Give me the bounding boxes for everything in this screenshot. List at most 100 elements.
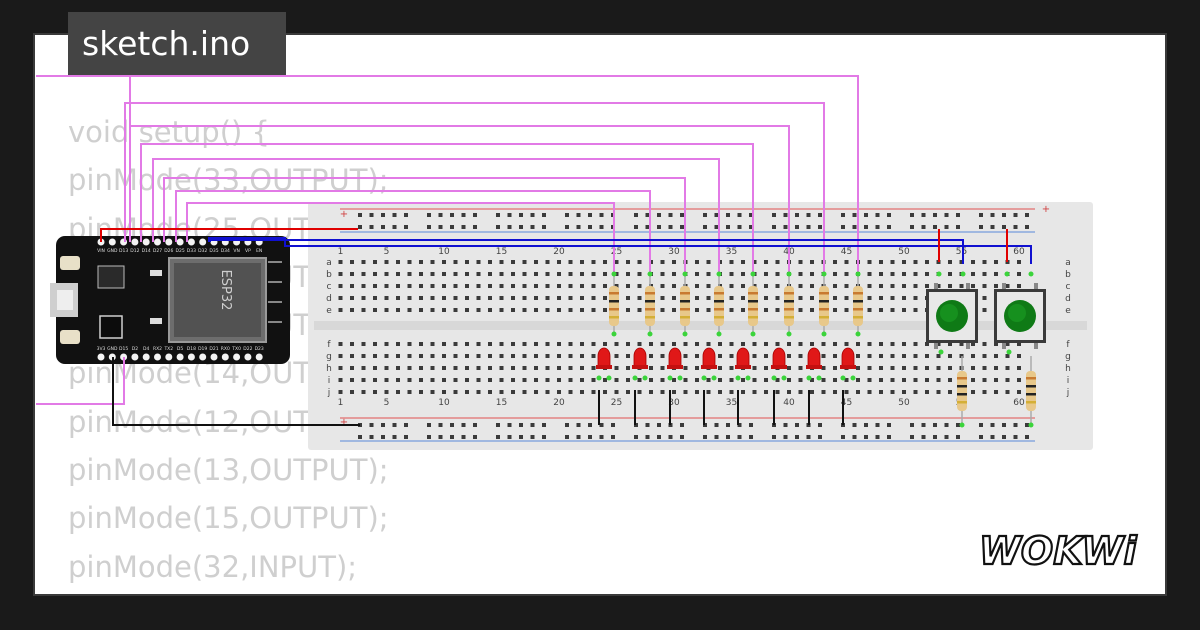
breadboard-hole — [948, 260, 952, 264]
breadboard-hole — [511, 378, 515, 382]
rail-hole — [565, 213, 569, 217]
breadboard-hole — [511, 260, 515, 264]
resistor-band — [957, 377, 967, 380]
rail-hole — [979, 213, 983, 217]
led-base — [596, 365, 612, 369]
breadboard-hole — [1017, 272, 1021, 276]
breadboard-hole — [580, 354, 584, 358]
breadboard-hole — [407, 260, 412, 264]
breadboard-hole — [787, 342, 791, 346]
esp32-pin — [120, 238, 128, 246]
column-number: 30 — [668, 398, 680, 408]
breadboard-hole — [787, 390, 791, 394]
rail-hole — [818, 435, 822, 439]
rail-hole — [634, 435, 638, 439]
rail-hole — [369, 225, 374, 229]
pin-label: D32 — [198, 248, 207, 254]
breadboard-hole — [994, 390, 998, 394]
breadboard-hole — [373, 390, 377, 394]
breadboard-hole — [407, 366, 412, 370]
breadboard-hole — [442, 342, 446, 346]
signal-wire — [140, 143, 754, 272]
column-number: 45 — [841, 398, 852, 408]
wokwi-logo[interactable]: WOKWi — [975, 522, 1155, 582]
resistor-band — [1026, 393, 1036, 396]
rail-hole — [795, 225, 799, 229]
breadboard-hole — [603, 378, 607, 382]
breadboard-hole — [844, 260, 849, 264]
column-number: 5 — [384, 398, 390, 408]
breadboard-hole — [856, 342, 860, 346]
pin-label: D34 — [221, 248, 230, 254]
breadboard-hole — [591, 260, 596, 264]
breadboard-hole — [591, 378, 596, 382]
breadboard-hole — [499, 378, 504, 382]
breadboard-hole — [488, 342, 492, 346]
rail-hole — [795, 435, 799, 439]
connection-dot — [716, 331, 722, 337]
breadboard-hole — [453, 342, 458, 346]
rail-hole — [369, 435, 374, 439]
resistor-band — [784, 308, 794, 311]
breadboard-hole — [350, 272, 354, 276]
rail-hole — [875, 225, 880, 229]
breadboard-hole — [867, 308, 872, 312]
breadboard-hole — [488, 284, 492, 288]
breadboard-hole — [902, 260, 906, 264]
red-led — [772, 347, 786, 367]
breadboard-hole — [879, 378, 883, 382]
pushbutton-cap-shine — [1008, 304, 1026, 322]
rail-hole — [795, 423, 799, 427]
breadboard-hole — [465, 308, 469, 312]
led-base — [806, 365, 822, 369]
rail-hole — [599, 423, 604, 427]
breadboard-hole — [511, 342, 515, 346]
rail-hole — [921, 423, 926, 427]
breadboard-hole — [994, 272, 998, 276]
breadboard-hole — [476, 284, 481, 288]
breadboard-hole — [660, 378, 665, 382]
rail-hole — [887, 225, 891, 229]
rail-hole — [588, 213, 592, 217]
breadboard-hole — [499, 390, 504, 394]
breadboard-hole — [695, 272, 699, 276]
breadboard-hole — [591, 308, 596, 312]
breadboard-hole — [764, 354, 768, 358]
connection-dot — [611, 331, 617, 337]
breadboard-hole — [729, 342, 734, 346]
breadboard-hole — [971, 390, 975, 394]
breadboard-hole — [890, 354, 895, 358]
breadboard-hole — [430, 260, 435, 264]
breadboard-hole — [476, 296, 481, 300]
breadboard-hole — [649, 378, 653, 382]
breadboard-hole — [787, 366, 791, 370]
column-number: 60 — [1013, 398, 1025, 408]
breadboard-hole — [522, 272, 527, 276]
breadboard-hole — [706, 296, 711, 300]
rail-hole — [818, 423, 822, 427]
breadboard-hole — [1017, 378, 1021, 382]
rail-hole — [611, 435, 615, 439]
breadboard-hole — [361, 366, 366, 370]
breadboard-hole — [683, 366, 688, 370]
breadboard-hole — [683, 354, 688, 358]
breadboard-hole — [741, 272, 745, 276]
breadboard-hole — [913, 366, 918, 370]
rail-hole — [1002, 213, 1006, 217]
breadboard-hole — [603, 390, 607, 394]
resistor-band — [645, 308, 655, 311]
resistor-band — [819, 300, 829, 303]
breadboard-hole — [614, 342, 619, 346]
file-tab[interactable]: sketch.ino — [68, 12, 286, 75]
resistor-band — [957, 385, 967, 388]
rail-hole — [944, 225, 949, 229]
led-base — [735, 365, 751, 369]
rail-hole — [887, 423, 891, 427]
breadboard-hole — [798, 296, 803, 300]
rail-hole — [749, 225, 753, 229]
breadboard-hole — [384, 296, 389, 300]
breadboard-hole — [419, 366, 423, 370]
rail-hole — [944, 435, 949, 439]
resistor-band — [853, 308, 863, 311]
breadboard-hole — [545, 354, 550, 358]
